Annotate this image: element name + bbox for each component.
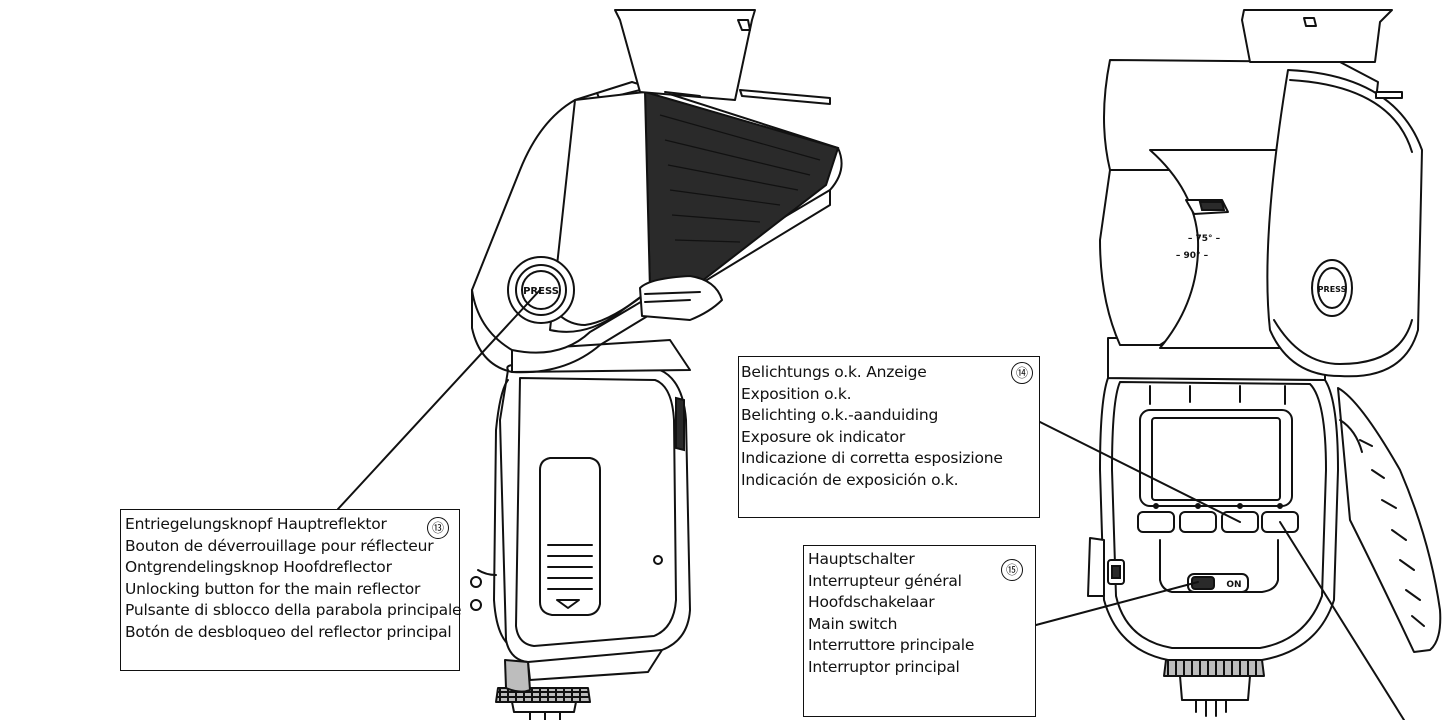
leader-line-15 [1035,581,1199,626]
angle-90-text: – 90° – [1176,251,1209,261]
right-press-text: PRESS [1318,285,1347,294]
left-flash-body [470,364,691,693]
callout-15-nl: Hoofdschakelaar [808,593,935,611]
callout-15-en: Main switch [808,614,898,633]
callout-14-exposure-indicator: ⑭ Belichtungs o.k. Anzeige Exposition o.… [738,356,1040,518]
right-hot-shoe [1163,659,1265,717]
callout-14-en: Exposure ok indicator [741,427,906,446]
right-flash-unit: ON – 75° – – 90° – [1087,9,1442,717]
callout-15-it: Interruttore principale [808,636,975,654]
callout-14-fr: Exposition o.k. [741,384,852,403]
callout-13-es: Botón de desbloqueo del reflector princi… [125,622,452,641]
callout-13-number: ⑬ [427,517,449,539]
callout-14-es: Indicación de exposición o.k. [741,470,959,489]
angle-75-text: – 75° – [1188,234,1221,244]
right-lcd-screen [1151,417,1281,501]
switch-on-text: ON [1226,580,1241,590]
callout-13-it: Pulsante di sblocco della parabola princ… [125,601,462,619]
callout-14-it: Indicazione di corretta esposizione [741,449,1003,467]
right-flash-head: – 75° – – 90° – PRESS [1099,9,1423,378]
callout-13-de: Entriegelungsknopf Hauptreflektor [125,515,387,533]
callout-14-nl: Belichting o.k.-aanduiding [741,406,939,424]
callout-13-fr: Bouton de déverrouillage pour réflecteur [125,536,434,555]
callout-15-main-switch: ⑮ Hauptschalter Interrupteur général Hoo… [803,545,1036,717]
callout-15-fr: Interrupteur général [808,571,962,590]
callout-14-de: Belichtungs o.k. Anzeige [741,363,927,381]
left-hot-shoe [495,687,591,720]
leader-line-exposure-button [1279,521,1405,720]
left-flash-unit: PRESS [470,9,843,720]
callout-15-es: Interruptor principal [808,657,960,676]
callout-15-de: Hauptschalter [808,550,915,568]
right-main-switch[interactable]: ON [1187,573,1249,593]
callout-15-number: ⑮ [1001,559,1023,581]
left-press-text: PRESS [523,286,559,297]
leader-lines [337,289,1405,720]
callout-13-en: Unlocking button for the main reflector [125,579,421,598]
leader-line-14 [1035,419,1241,523]
right-side-cover [1337,387,1442,653]
callout-13-nl: Ontgrendelingsknop Hoofdreflector [125,558,392,576]
callout-13-unlocking-button: ⑬ Entriegelungsknopf Hauptreflektor Bout… [120,509,462,671]
right-flash-body: ON [1087,377,1442,661]
callout-14-number: ⑭ [1011,362,1033,384]
left-flash-head: PRESS [471,9,843,374]
leader-line-13 [337,289,541,510]
